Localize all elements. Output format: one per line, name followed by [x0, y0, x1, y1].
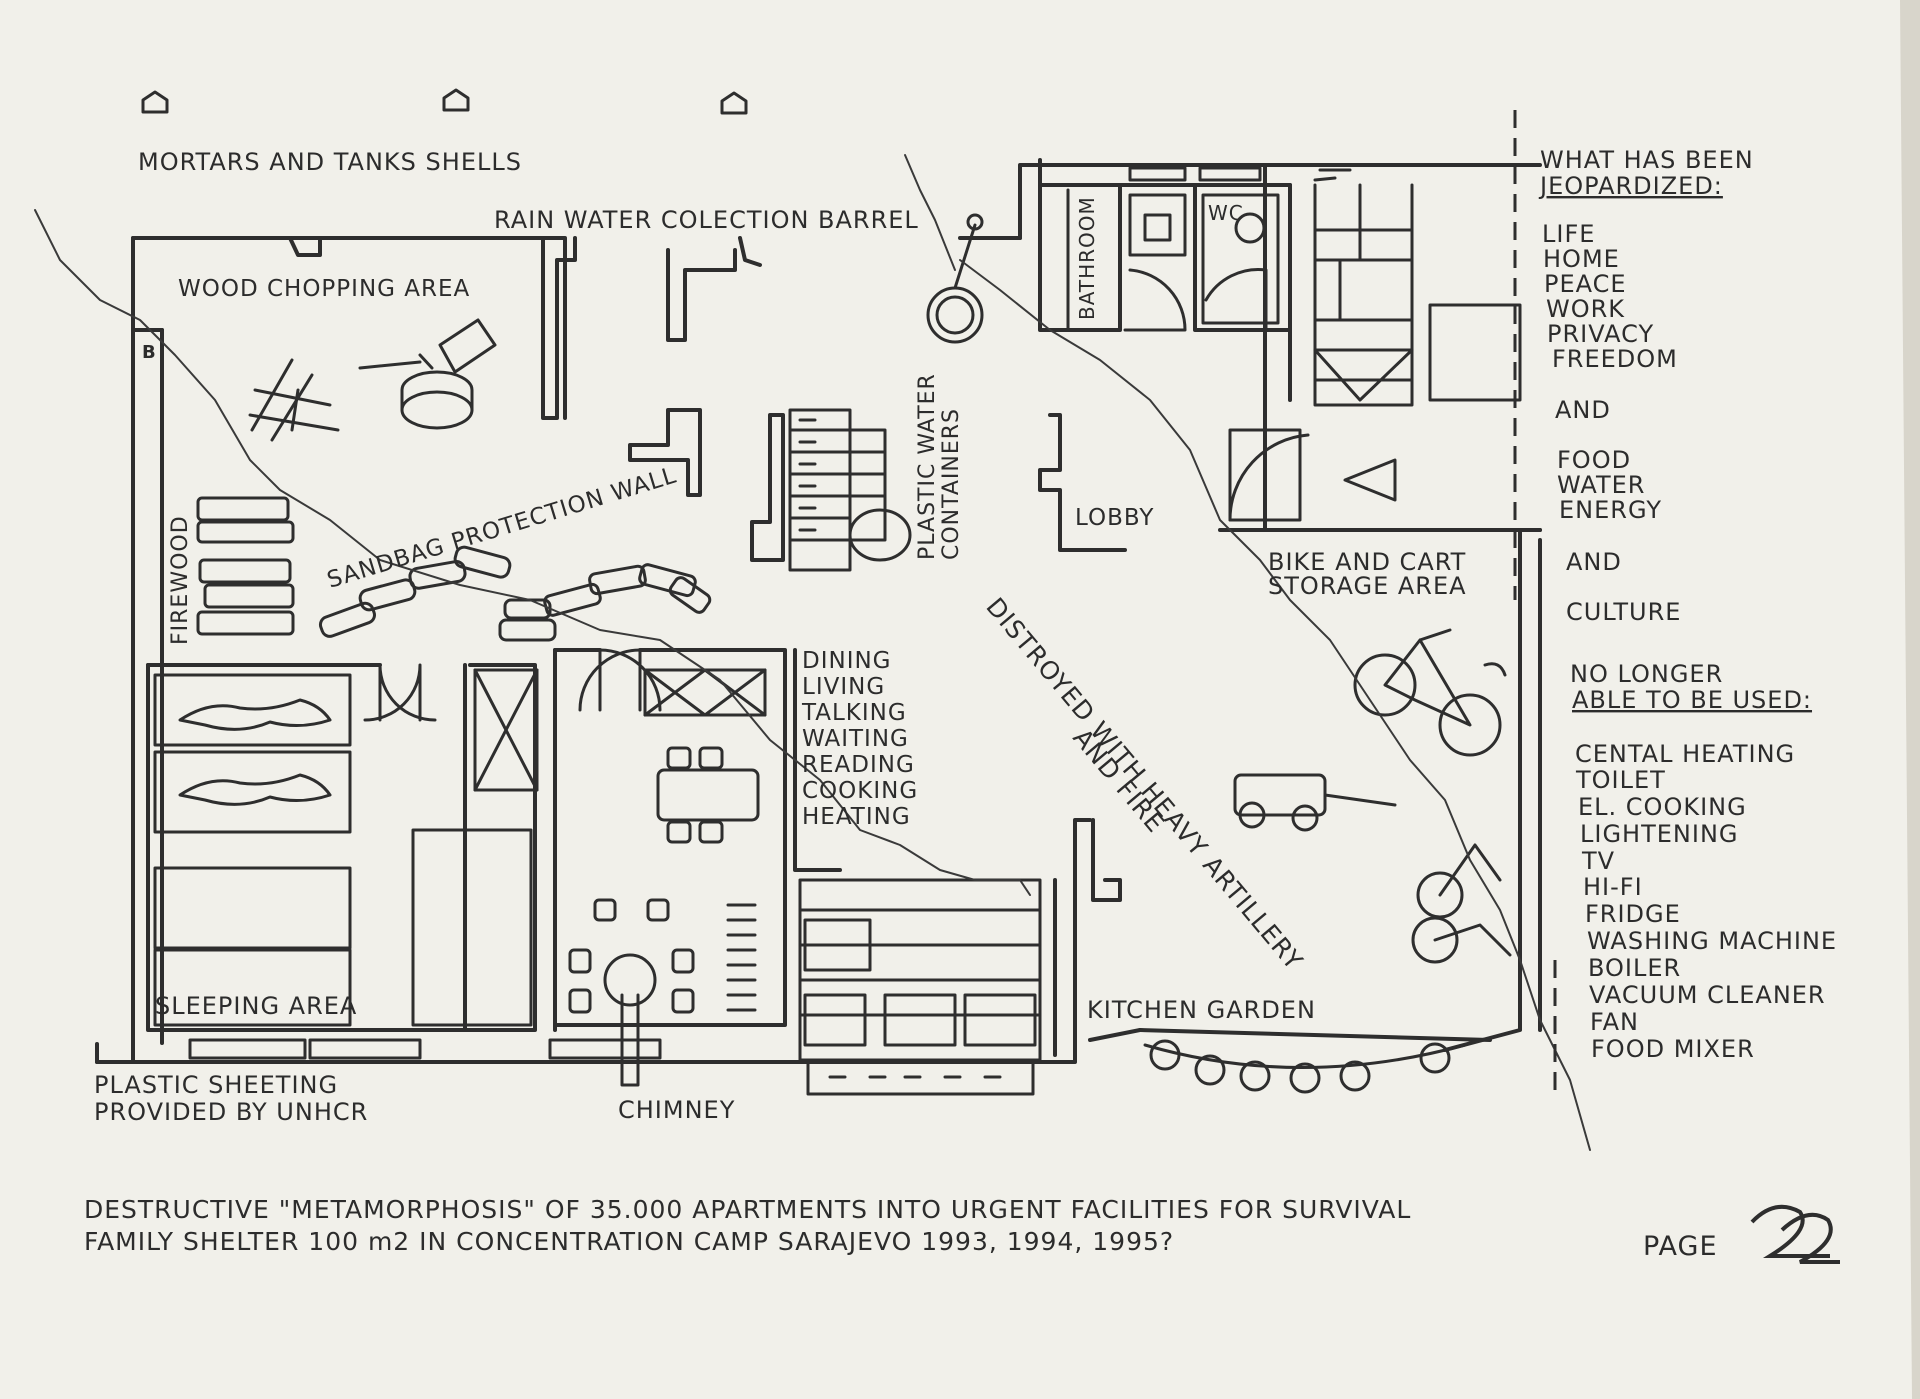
sidebar-list-item: FAN	[1590, 1008, 1639, 1036]
bed-icon	[153, 673, 352, 747]
sidebar-list-item: HI-FI	[1583, 873, 1643, 901]
shell-icon-3	[720, 91, 748, 115]
sidebar-list-item: ENERGY	[1559, 496, 1662, 524]
sandbag-wall	[318, 545, 712, 642]
rain-barrel-label: RAIN WATER COLECTION BARREL	[494, 206, 919, 234]
water-containers-label-1: PLASTIC WATER	[915, 373, 940, 560]
saw-icon	[438, 318, 497, 374]
sidebar-list-item: CENTAL HEATING	[1575, 740, 1795, 768]
bike-cart-label-2: STORAGE AREA	[1268, 572, 1467, 600]
sidebar-list-item: BOILER	[1588, 954, 1681, 982]
sidebar-list-item: TV	[1581, 847, 1615, 875]
sleeping-area-label: SLEEPING AREA	[155, 992, 357, 1020]
activity-item: WAITING	[802, 726, 909, 752]
activity-item: TALKING	[801, 700, 907, 726]
water-containers	[788, 408, 912, 572]
caption-line-2: FAMILY SHELTER 100 m2 IN CONCENTRATION C…	[84, 1227, 1174, 1256]
sidebar-culture: CULTURE	[1566, 598, 1681, 626]
activity-item: DINING	[802, 648, 892, 674]
sidebar-list-item: TOILET	[1575, 766, 1666, 794]
chimney-label: CHIMNEY	[618, 1096, 735, 1124]
mortars-label: MORTARS AND TANKS SHELLS	[138, 148, 522, 176]
sink-icon	[1128, 193, 1187, 257]
sidebar-list-item: FREEDOM	[1552, 345, 1678, 373]
bike-cart-label-1: BIKE AND CART	[1268, 548, 1466, 576]
staircase	[1228, 168, 1522, 522]
water-containers-label-2: CONTAINERS	[939, 408, 964, 560]
sidebar-list-item: WATER	[1557, 471, 1645, 499]
sidebar-list-item: EL. COOKING	[1578, 793, 1747, 821]
sidebar-heading-1: WHAT HAS BEEN	[1540, 146, 1754, 174]
bike-and-cart-icons	[1233, 628, 1512, 964]
sidebar-no-longer-1: NO LONGER	[1570, 660, 1723, 688]
sidebar-list-item: LIFE	[1542, 220, 1595, 248]
bed-icon	[153, 750, 352, 834]
sidebar-list-item: WORK	[1546, 295, 1625, 323]
sidebar-and: AND	[1566, 548, 1622, 576]
wood-chopping-icons	[248, 318, 497, 442]
bed-icon	[153, 866, 352, 950]
table-icon	[656, 768, 760, 822]
sidebar-list-item: WASHING MACHINE	[1587, 927, 1837, 955]
destruction-crack-line	[34, 154, 1591, 1151]
bed-icon	[411, 828, 533, 1027]
toilet-icon	[1234, 212, 1266, 244]
bicycle-icon	[1416, 871, 1464, 919]
sidebar-list-item: HOME	[1543, 245, 1620, 273]
firewood-stacks	[196, 496, 295, 636]
sidebar-list-item: PRIVACY	[1547, 320, 1654, 348]
shell-icons	[141, 88, 748, 115]
sidebar-list-item: FOOD	[1557, 446, 1631, 474]
center-partitions	[628, 408, 1127, 562]
activity-item: HEATING	[802, 804, 911, 830]
shell-icon-1	[141, 90, 169, 114]
bed-icon	[153, 948, 352, 1027]
beds	[153, 673, 533, 1027]
sidebar-and: AND	[1555, 396, 1611, 424]
activity-item: COOKING	[802, 778, 918, 804]
bicycle-icon	[1353, 653, 1417, 717]
water-tank-icon	[848, 508, 912, 562]
firewood-label: FIREWOOD	[168, 515, 193, 645]
kitchen-garden-label: KITCHEN GARDEN	[1087, 996, 1316, 1024]
caption-line-1: DESTRUCTIVE "METAMORPHOSIS" OF 35.000 AP…	[84, 1195, 1411, 1224]
page-number-glyph	[1750, 1204, 1840, 1264]
sidebar-no-longer-2: ABLE TO BE USED:	[1572, 686, 1812, 714]
sidebar-divider	[1513, 110, 1557, 1100]
activity-item: READING	[802, 752, 915, 778]
page-label: PAGE	[1643, 1231, 1718, 1262]
sidebar-list-item: FRIDGE	[1585, 900, 1681, 928]
sidebar-notes: WHAT HAS BEEN JEOPARDIZED: LIFE HOME PEA…	[1538, 146, 1837, 1063]
plastic-sheeting-label-2: PROVIDED BY UNHCR	[94, 1098, 368, 1126]
sidebar-list-item: PEACE	[1544, 270, 1627, 298]
shell-icon-2	[442, 88, 470, 112]
sidebar-list-item: FOOD MIXER	[1591, 1035, 1755, 1063]
dining-activities-list: DINING LIVING TALKING WAITING READING CO…	[801, 648, 918, 830]
garden-beds	[798, 878, 1467, 1096]
sidebar-list-item: LIGHTENING	[1580, 820, 1739, 848]
wood-chopping-label: WOOD CHOPPING AREA	[178, 276, 470, 302]
dining-furniture	[568, 668, 767, 1087]
plastic-sheeting-label-1: PLASTIC SHEETING	[94, 1071, 338, 1099]
bathroom-label: BATHROOM	[1075, 196, 1099, 320]
wardrobe	[473, 668, 539, 792]
doors	[363, 648, 662, 722]
b-marker: B	[142, 342, 157, 363]
rain-barrel	[926, 213, 984, 344]
sidebar-heading-2: JEOPARDIZED:	[1538, 172, 1723, 200]
stove-icon	[603, 953, 657, 1007]
window-panels	[188, 1038, 662, 1060]
bathroom-wc	[1066, 166, 1280, 332]
activity-item: LIVING	[802, 674, 885, 700]
room-walls	[146, 648, 1057, 1057]
wc-label: WC	[1208, 201, 1244, 225]
lobby-label: LOBBY	[1075, 505, 1154, 531]
sidebar-list-item: VACUUM CLEANER	[1589, 981, 1826, 1009]
